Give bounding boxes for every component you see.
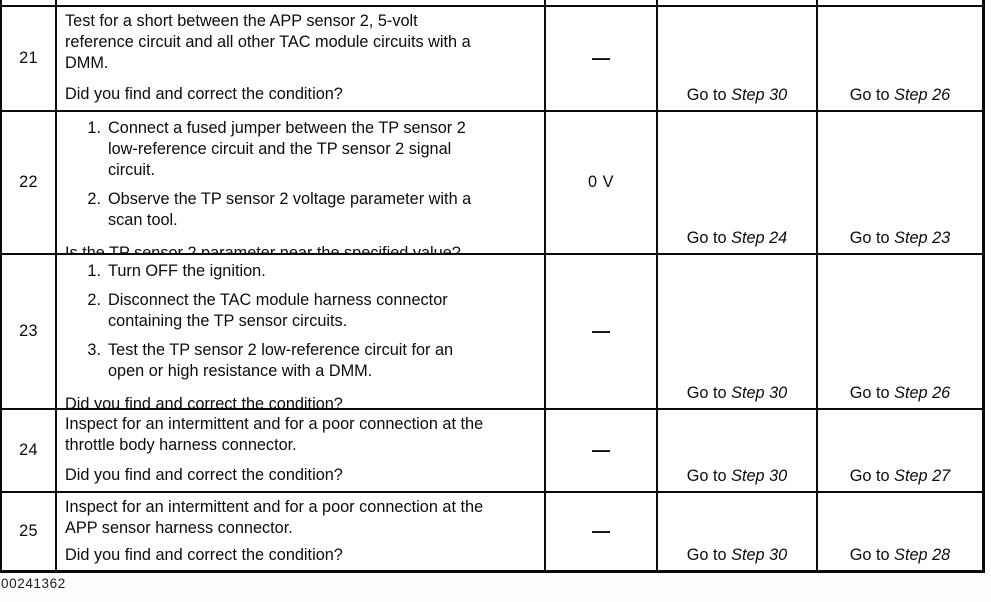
- goto-prefix: Go to: [849, 384, 890, 402]
- question-text: Did you find and correct the condition?: [65, 85, 343, 103]
- step-number: 25: [19, 522, 38, 540]
- question-text: Did you find and correct the condition?: [65, 466, 343, 484]
- action-paragraph: Inspect for an intermittent and for a po…: [65, 415, 484, 454]
- stub-no-cell: [818, 0, 982, 5]
- action-cell: 1.Turn OFF the ignition. 2.Disconnect the…: [57, 255, 546, 408]
- action-paragraph: Inspect for an intermittent and for a po…: [65, 498, 484, 537]
- action-list-item: 3.Test the TP sensor 2 low-reference cir…: [87, 341, 454, 380]
- value-text: —: [592, 440, 610, 460]
- table-rows: 21 Test for a short between the APP sens…: [2, 7, 982, 570]
- goto-prefix: Go to: [686, 384, 727, 402]
- goto-step: Step 26: [894, 384, 951, 402]
- no-cell: Go to Step 28: [818, 493, 982, 570]
- no-goto: Go to Step 27: [850, 466, 951, 486]
- action-body: Inspect for an intermittent and for a po…: [65, 497, 538, 541]
- goto-prefix: Go to: [849, 546, 890, 564]
- yes-cell: Go to Step 30: [658, 255, 818, 408]
- question-text: Is the TP sensor 2 parameter near the sp…: [65, 244, 461, 253]
- goto-prefix: Go to: [849, 229, 890, 247]
- stub-step-cell: [2, 0, 57, 5]
- previous-row-remnant: [2, 0, 982, 7]
- yes-goto: Go to Step 30: [687, 85, 788, 105]
- goto-prefix: Go to: [686, 229, 727, 247]
- no-goto: Go to Step 28: [850, 545, 951, 565]
- step-cell: 24: [2, 410, 57, 491]
- action-cell: Test for a short between the APP sensor …: [57, 7, 546, 110]
- stub-value-cell: [546, 0, 658, 5]
- value-text: —: [592, 521, 610, 541]
- step-number: 21: [19, 49, 38, 67]
- no-goto: Go to Step 26: [850, 383, 951, 403]
- value-text: 0 V: [588, 173, 614, 191]
- yes-goto: Go to Step 24: [687, 228, 788, 248]
- action-list-item: 1.Turn OFF the ignition.: [87, 262, 266, 280]
- step-cell: 21: [2, 7, 57, 110]
- action-cell: 1.Connect a fused jumper between the TP …: [57, 112, 546, 253]
- step-number: 24: [19, 441, 38, 459]
- yes-goto: Go to Step 30: [687, 545, 788, 565]
- table-row: 24 Inspect for an intermittent and for a…: [2, 408, 982, 491]
- table-row: 23 1.Turn OFF the ignition. 2.Disconnect …: [2, 253, 982, 408]
- goto-step: Step 30: [731, 86, 788, 104]
- goto-step: Step 26: [894, 86, 951, 104]
- action-body: 1.Connect a fused jumper between the TP …: [65, 116, 538, 239]
- goto-prefix: Go to: [686, 546, 727, 564]
- step-cell: 25: [2, 493, 57, 570]
- action-list-item: 2.Disconnect the TAC module harness conn…: [87, 291, 448, 330]
- yes-goto: Go to Step 30: [687, 466, 788, 486]
- stub-yes-cell: [658, 0, 818, 5]
- value-text: —: [592, 48, 610, 68]
- yes-cell: Go to Step 30: [658, 410, 818, 491]
- no-cell: Go to Step 26: [818, 7, 982, 110]
- table-row: 22 1.Connect a fused jumper between the …: [2, 110, 982, 253]
- value-cell: —: [546, 410, 658, 491]
- document-code: 00241362: [1, 576, 66, 591]
- value-text: —: [592, 321, 610, 341]
- goto-step: Step 23: [894, 229, 951, 247]
- action-list-item: 1.Connect a fused jumper between the TP …: [87, 119, 466, 179]
- goto-step: Step 30: [731, 467, 788, 485]
- no-cell: Go to Step 23: [818, 112, 982, 253]
- value-cell: —: [546, 7, 658, 110]
- action-list-item: 2.Observe the TP sensor 2 voltage parame…: [87, 190, 472, 229]
- value-cell: —: [546, 255, 658, 408]
- action-cell: Inspect for an intermittent and for a po…: [57, 410, 546, 491]
- goto-prefix: Go to: [686, 86, 727, 104]
- question-text: Did you find and correct the condition?: [65, 546, 343, 564]
- goto-step: Step 27: [894, 467, 951, 485]
- step-number: 23: [19, 322, 38, 340]
- table-row: 21 Test for a short between the APP sens…: [2, 7, 982, 110]
- value-cell: —: [546, 493, 658, 570]
- yes-cell: Go to Step 30: [658, 493, 818, 570]
- goto-step: Step 30: [731, 384, 788, 402]
- no-goto: Go to Step 23: [850, 228, 951, 248]
- goto-step: Step 28: [894, 546, 951, 564]
- no-cell: Go to Step 26: [818, 255, 982, 408]
- action-cell: Inspect for an intermittent and for a po…: [57, 493, 546, 570]
- stub-action-cell: [57, 0, 546, 5]
- step-number: 22: [19, 173, 38, 191]
- value-cell: 0 V: [546, 112, 658, 253]
- step-cell: 22: [2, 112, 57, 253]
- action-body: 1.Turn OFF the ignition. 2.Disconnect the…: [65, 259, 538, 390]
- table-row: 25 Inspect for an intermittent and for a…: [2, 491, 982, 570]
- yes-cell: Go to Step 30: [658, 7, 818, 110]
- action-body: Inspect for an intermittent and for a po…: [65, 414, 538, 458]
- goto-step: Step 30: [731, 546, 788, 564]
- action-body: Test for a short between the APP sensor …: [65, 11, 538, 76]
- goto-prefix: Go to: [849, 86, 890, 104]
- step-cell: 23: [2, 255, 57, 408]
- goto-prefix: Go to: [686, 467, 727, 485]
- yes-cell: Go to Step 24: [658, 112, 818, 253]
- goto-step: Step 24: [731, 229, 788, 247]
- goto-prefix: Go to: [849, 467, 890, 485]
- action-paragraph: Test for a short between the APP sensor …: [65, 12, 471, 72]
- no-cell: Go to Step 27: [818, 410, 982, 491]
- no-goto: Go to Step 26: [850, 85, 951, 105]
- question-text: Did you find and correct the condition?: [65, 395, 343, 408]
- diagnostic-table: 21 Test for a short between the APP sens…: [0, 0, 985, 573]
- yes-goto: Go to Step 30: [687, 383, 788, 403]
